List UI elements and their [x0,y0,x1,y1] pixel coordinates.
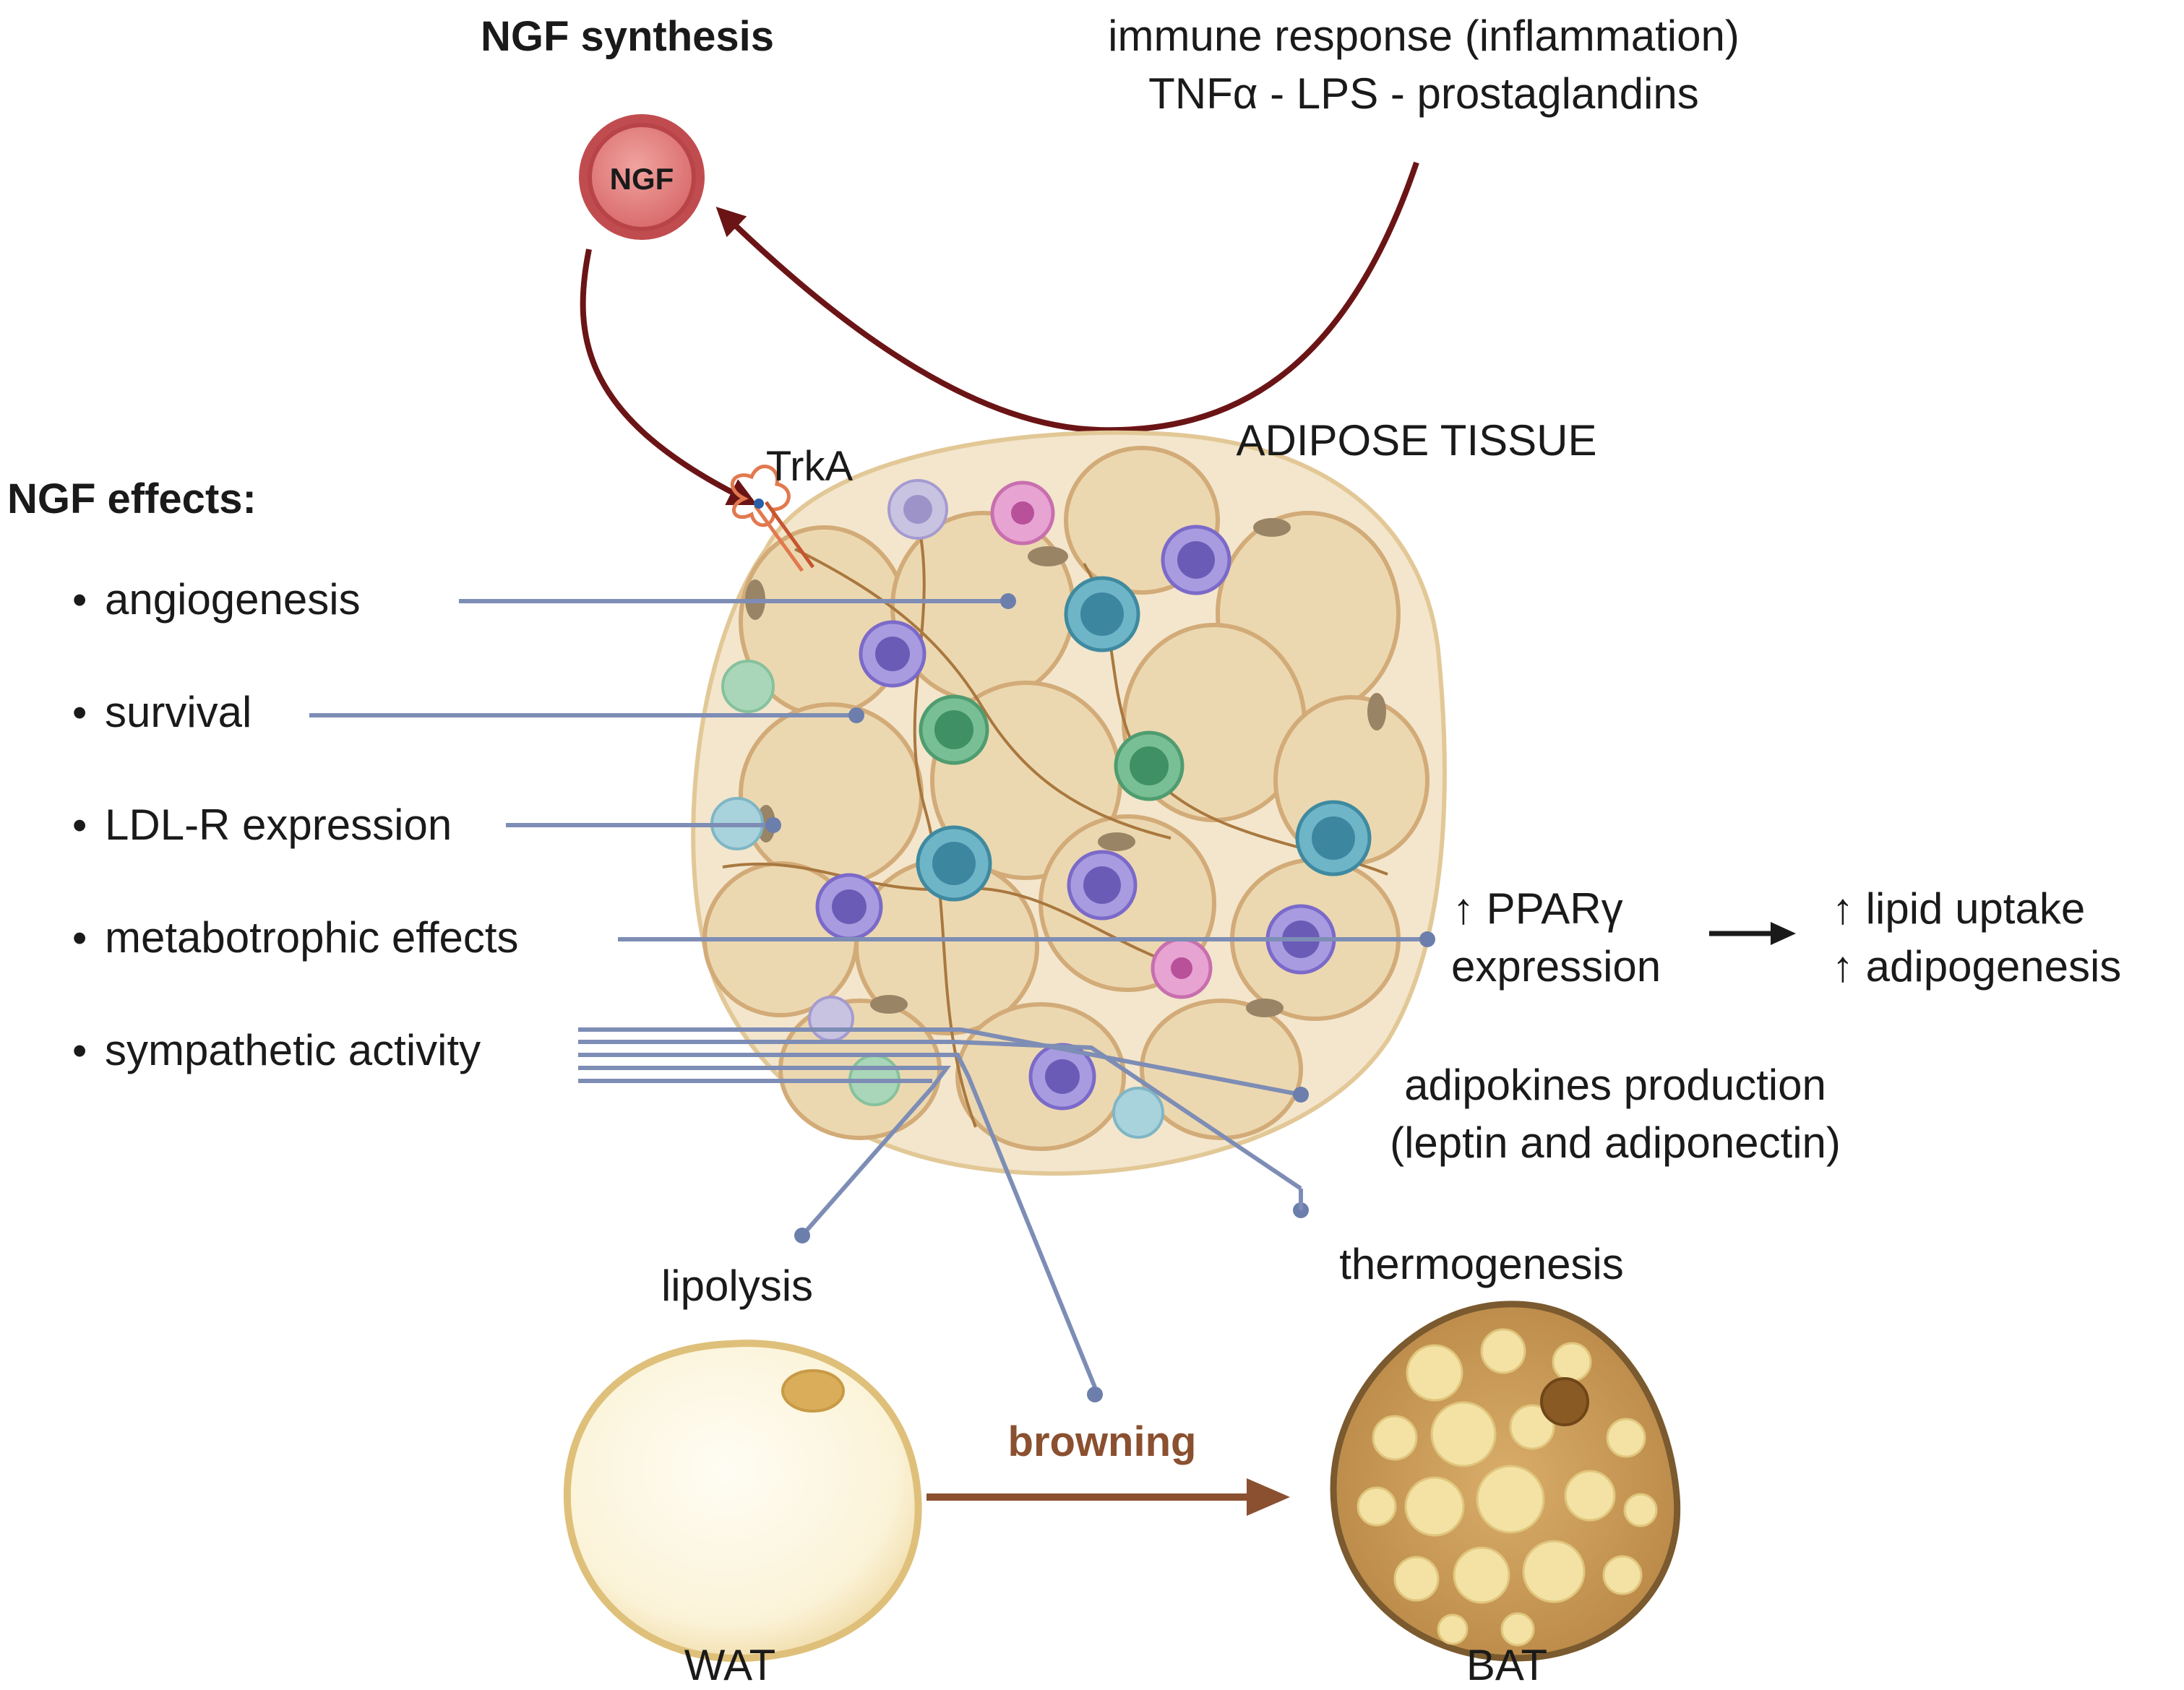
ngf-molecule: NGF [579,114,705,240]
bat-cell [1330,1301,1681,1662]
lipolysis-label: lipolysis [661,1262,813,1310]
lipid-uptake-label: ↑ lipid uptake [1832,884,2085,933]
ppar-expression-label: expression [1451,942,1661,991]
pink-cells [990,480,1213,999]
effect-ldl-r-expression: LDL-R expression [105,801,452,849]
ngf-synthesis-title: NGF synthesis [481,13,774,60]
trka-label: TrkA [766,443,854,490]
effect-survival: survival [105,688,251,736]
effect-angiogenesis: angiogenesis [105,575,361,624]
wat-label: WAT [684,1641,776,1689]
immune-response-line2: TNFα - LPS - prostaglandins [1148,69,1699,118]
ppar-to-lipid-arrow [1709,922,1796,945]
wat-cell [563,1340,922,1663]
effect-bullet: • [72,689,87,736]
effect-sympathetic-activity: sympathetic activity [105,1026,481,1074]
immune-to-ngf-arrow [715,161,1419,434]
ngf-to-trka-arrow [580,249,757,505]
effects-list: • angiogenesis • survival • LDL-R expres… [72,575,519,1074]
effect-bullet: • [72,577,87,624]
leader-lines [309,599,1427,1389]
browning-arrow [927,1478,1290,1516]
ngf-molecule-label: NGF [610,162,674,196]
effect-bullet: • [72,802,87,849]
green-cells [721,660,1185,1106]
adipokines-line1: adipokines production [1404,1061,1826,1109]
effect-bullet: • [72,915,87,962]
ppar-gamma-label: ↑ PPARγ [1453,884,1623,933]
bat-label: BAT [1466,1641,1547,1689]
effect-metabotrophic: metabotrophic effects [105,913,519,962]
browning-label: browning [1008,1418,1197,1465]
immune-response-line1: immune response (inflammation) [1108,12,1740,60]
adipose-tissue-title: ADIPOSE TISSUE [1236,416,1596,465]
lymphocyte-cells [710,576,1372,1139]
adipose-tissue-cluster [691,430,1447,1176]
ngf-effects-title: NGF effects: [7,475,257,522]
effect-bullet: • [72,1027,87,1074]
trka-receptor-icon [730,465,815,572]
adipogenesis-label: ↑ adipogenesis [1832,942,2121,991]
adipokines-line2: (leptin and adiponectin) [1390,1118,1841,1167]
thermogenesis-label: thermogenesis [1339,1240,1624,1288]
